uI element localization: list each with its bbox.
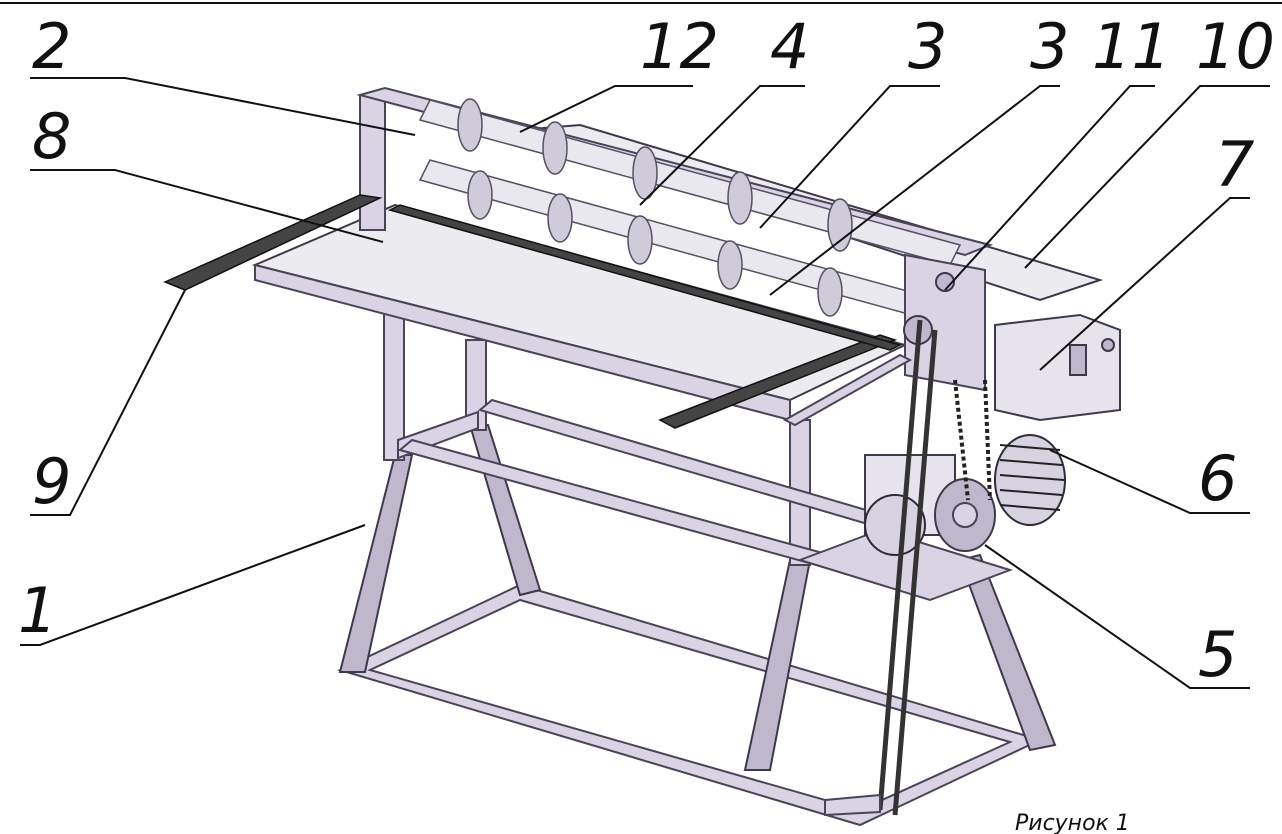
callout-10: 10 [1196, 10, 1275, 83]
callout-3a: 3 [908, 10, 947, 83]
electric-motor [864, 434, 1066, 556]
right-leg-back [958, 553, 1057, 752]
callout-12: 12 [640, 10, 719, 83]
leader-9 [30, 289, 186, 516]
callout-labels: 2 12 4 3 3 11 10 8 7 9 6 1 5 [18, 10, 1275, 691]
leader-6 [1049, 449, 1250, 514]
drive-chain-return [983, 379, 992, 501]
leader-3b [769, 85, 1060, 296]
leader-1 [20, 524, 366, 646]
left-upright [383, 309, 405, 461]
stretcher-upper [397, 438, 832, 568]
upper-roller [418, 98, 962, 266]
callout-9: 9 [32, 445, 71, 518]
drive-chain [953, 379, 970, 501]
base-frame-inner [367, 598, 1013, 812]
control-box [994, 313, 1121, 422]
left-side-plate [359, 94, 386, 231]
leader-11 [944, 85, 1155, 291]
callout-1: 1 [18, 574, 57, 647]
center-rail [387, 204, 903, 351]
callout-8: 8 [32, 100, 71, 173]
leader-3a [759, 85, 940, 229]
leader-2 [30, 77, 416, 136]
callout-11: 11 [1092, 10, 1171, 83]
callout-3b: 3 [1030, 10, 1069, 83]
left-leg-back [468, 424, 542, 597]
control-box-switch [1069, 344, 1087, 376]
callout-7: 7 [1215, 128, 1254, 201]
side-bracket [782, 353, 913, 427]
left-leg-front [338, 454, 414, 673]
machine-illustration [163, 86, 1121, 827]
left-upright-2 [465, 339, 487, 431]
leader-5 [984, 544, 1250, 689]
callout-6: 6 [1198, 442, 1237, 515]
leader-7 [1039, 197, 1250, 371]
figure-caption: Рисунок 1 [1015, 811, 1130, 834]
right-guide-rail [658, 334, 898, 429]
drive-belt-return [892, 329, 938, 816]
leader-10 [1024, 85, 1270, 269]
motor-platform [796, 528, 1014, 602]
left-guide-rail [163, 194, 383, 291]
callout-4: 4 [770, 10, 809, 83]
leader-12 [519, 85, 693, 133]
leader-8 [30, 169, 384, 243]
callout-2: 2 [32, 10, 71, 83]
foot-pedal [824, 793, 881, 817]
callout-5: 5 [1198, 618, 1237, 691]
control-box-knob [1101, 338, 1115, 352]
drive-belt [877, 319, 923, 811]
leader-lines [20, 77, 1270, 689]
leader-4 [639, 85, 805, 206]
